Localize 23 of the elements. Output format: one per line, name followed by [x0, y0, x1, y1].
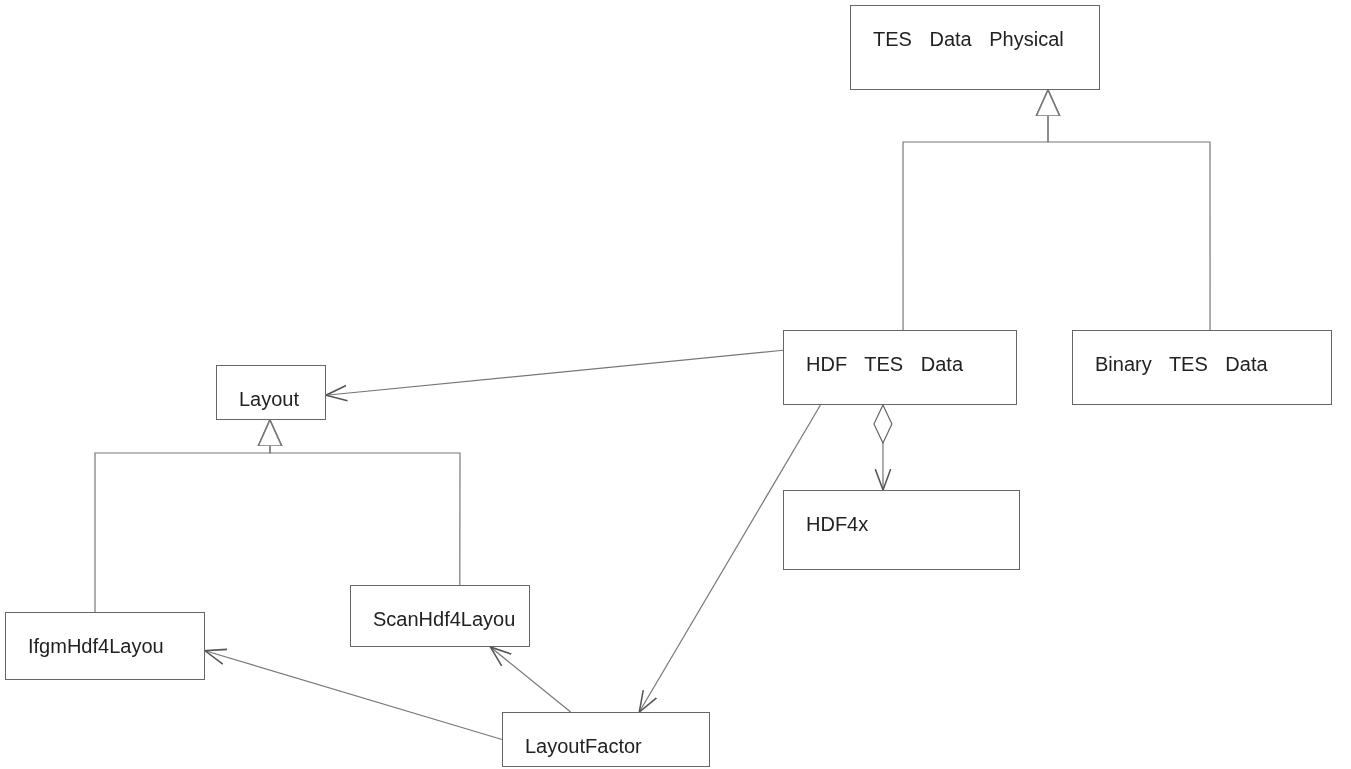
- association-arrow: [489, 646, 572, 713]
- class-box: [1072, 330, 1332, 405]
- inheritance-arrow: [1035, 89, 1211, 331]
- association-arrow: [638, 404, 822, 713]
- association-arrow: [325, 349, 784, 402]
- class-name: HDF4x: [806, 513, 869, 535]
- class-box: [502, 712, 710, 767]
- class-name: Layout: [239, 388, 300, 410]
- class-box: [850, 5, 1100, 90]
- class-box: [783, 490, 1020, 570]
- class-name: LayoutFactor: [525, 735, 642, 757]
- class-box: [216, 365, 326, 420]
- class-name: IfgmHdf4Layou: [28, 635, 164, 657]
- class-name: TES Data Physical: [873, 28, 1064, 50]
- class-box: [783, 330, 1017, 405]
- association-arrow: [204, 648, 503, 741]
- class-box: [350, 585, 530, 647]
- class-box: [5, 612, 205, 680]
- class-name: Binary TES Data: [1095, 353, 1268, 375]
- class-name: HDF TES Data: [806, 353, 963, 375]
- aggregation-arrow: [873, 404, 893, 491]
- class-name: ScanHdf4Layou: [373, 608, 516, 630]
- inheritance-arrow: [257, 419, 461, 586]
